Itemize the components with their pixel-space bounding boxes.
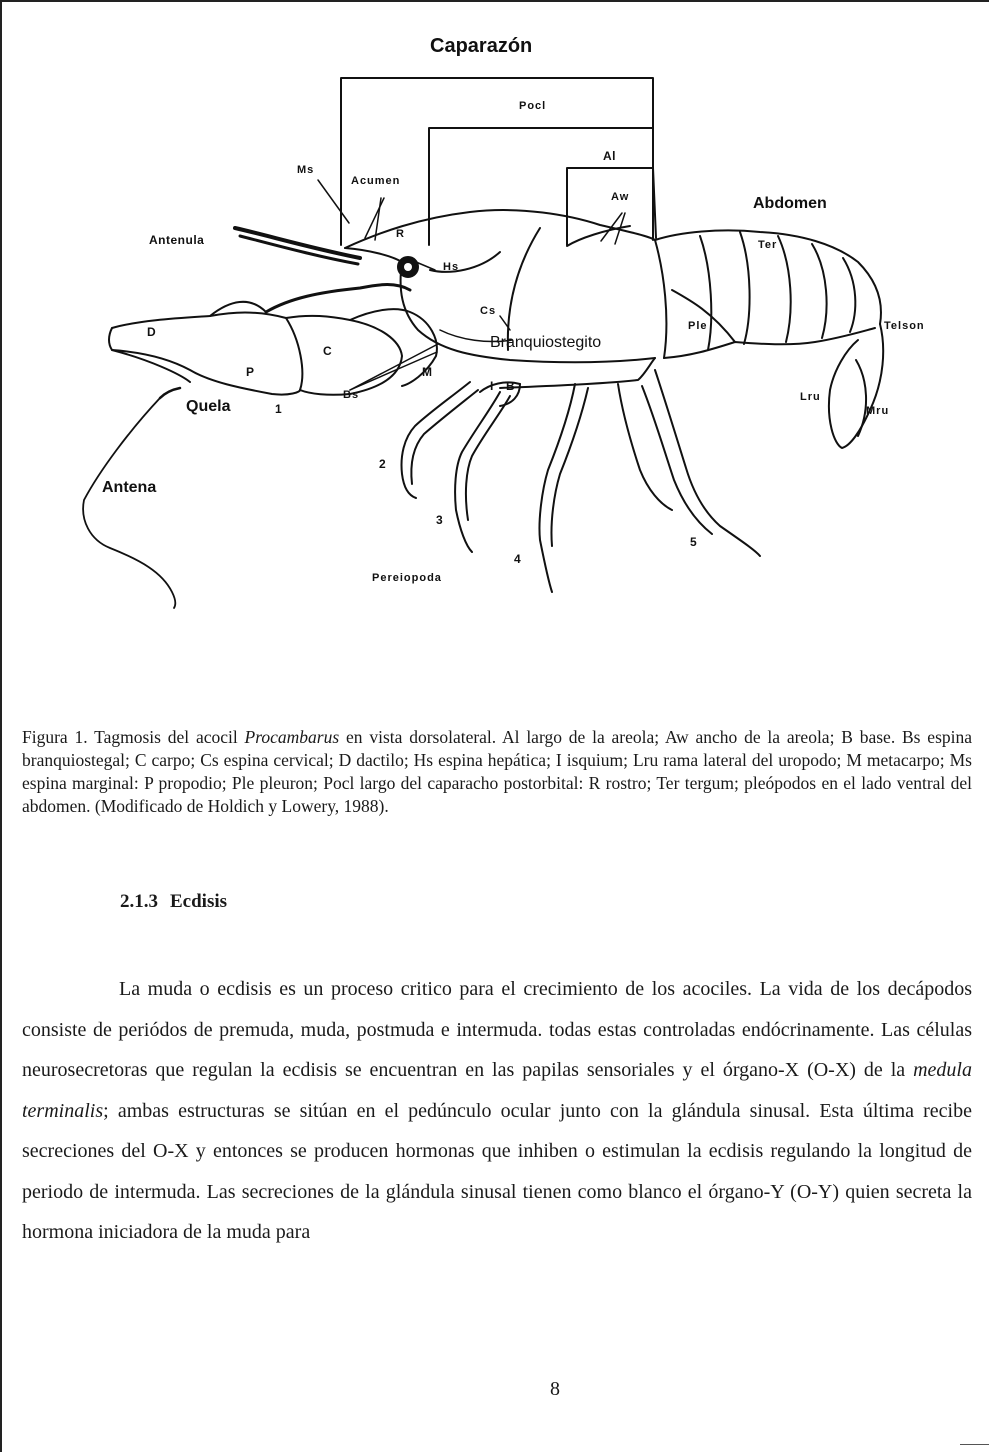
label-i: I — [490, 380, 494, 392]
caption-prefix: Figura 1. Tagmosis del acocil — [22, 727, 245, 747]
label-antenula: Antenula — [149, 234, 204, 246]
caption-genus: Procambarus — [245, 727, 340, 747]
section-heading: 2.1.3 Ecdisis — [120, 891, 227, 913]
label-m: M — [422, 366, 433, 378]
label-bs: Bs — [343, 390, 359, 401]
body-text-part2: ; ambas estructuras se sitúan en el pedú… — [22, 1100, 972, 1244]
label-telson: Telson — [884, 321, 925, 332]
body-paragraph: La muda o ecdisis es un proceso critico … — [22, 969, 972, 1253]
label-antena: Antena — [102, 480, 156, 496]
label-cs: Cs — [480, 306, 496, 317]
label-pocl: Pocl — [519, 101, 546, 112]
label-leg-3: 3 — [436, 514, 443, 526]
label-caparazon: Caparazón — [430, 36, 532, 56]
label-abdomen: Abdomen — [753, 196, 827, 212]
label-hs: Hs — [443, 262, 459, 273]
label-lru: Lru — [800, 392, 821, 403]
figure-caption: Figura 1. Tagmosis del acocil Procambaru… — [22, 726, 972, 818]
walking-legs — [402, 370, 760, 592]
label-leg-4: 4 — [514, 553, 521, 565]
label-aw: Aw — [611, 192, 629, 203]
page-number: 8 — [0, 1378, 989, 1401]
label-p: P — [246, 366, 255, 378]
label-leg-5: 5 — [690, 536, 697, 548]
section-number: 2.1.3 — [120, 891, 158, 912]
body-text-part1: La muda o ecdisis es un proceso critico … — [22, 978, 972, 1081]
label-branquiostegito: Branquiostegito — [490, 335, 601, 351]
crayfish-figure: Caparazón Pocl Al Aw Ms Acumen R Hs Abdo… — [0, 0, 989, 630]
abdomen-outline — [655, 230, 883, 448]
label-d: D — [147, 326, 156, 338]
label-al: Al — [603, 150, 616, 162]
antenna-outline — [83, 388, 180, 608]
label-b: B — [506, 380, 515, 392]
page-border-bottom — [960, 1444, 989, 1445]
label-ter: Ter — [758, 240, 777, 251]
label-mru: Mru — [866, 406, 889, 417]
section-title: Ecdisis — [170, 891, 227, 912]
label-ple: Ple — [688, 321, 708, 332]
label-leg-2: 2 — [379, 458, 386, 470]
label-pereiopoda: Pereiopoda — [372, 573, 442, 584]
label-leg-1: 1 — [275, 403, 282, 415]
label-ms: Ms — [297, 165, 314, 176]
label-c: C — [323, 345, 332, 357]
label-r: R — [396, 229, 405, 240]
label-acumen: Acumen — [351, 176, 400, 187]
carapace-outline — [345, 210, 666, 388]
cheliped-outline — [109, 285, 437, 395]
label-quela: Quela — [186, 399, 230, 415]
